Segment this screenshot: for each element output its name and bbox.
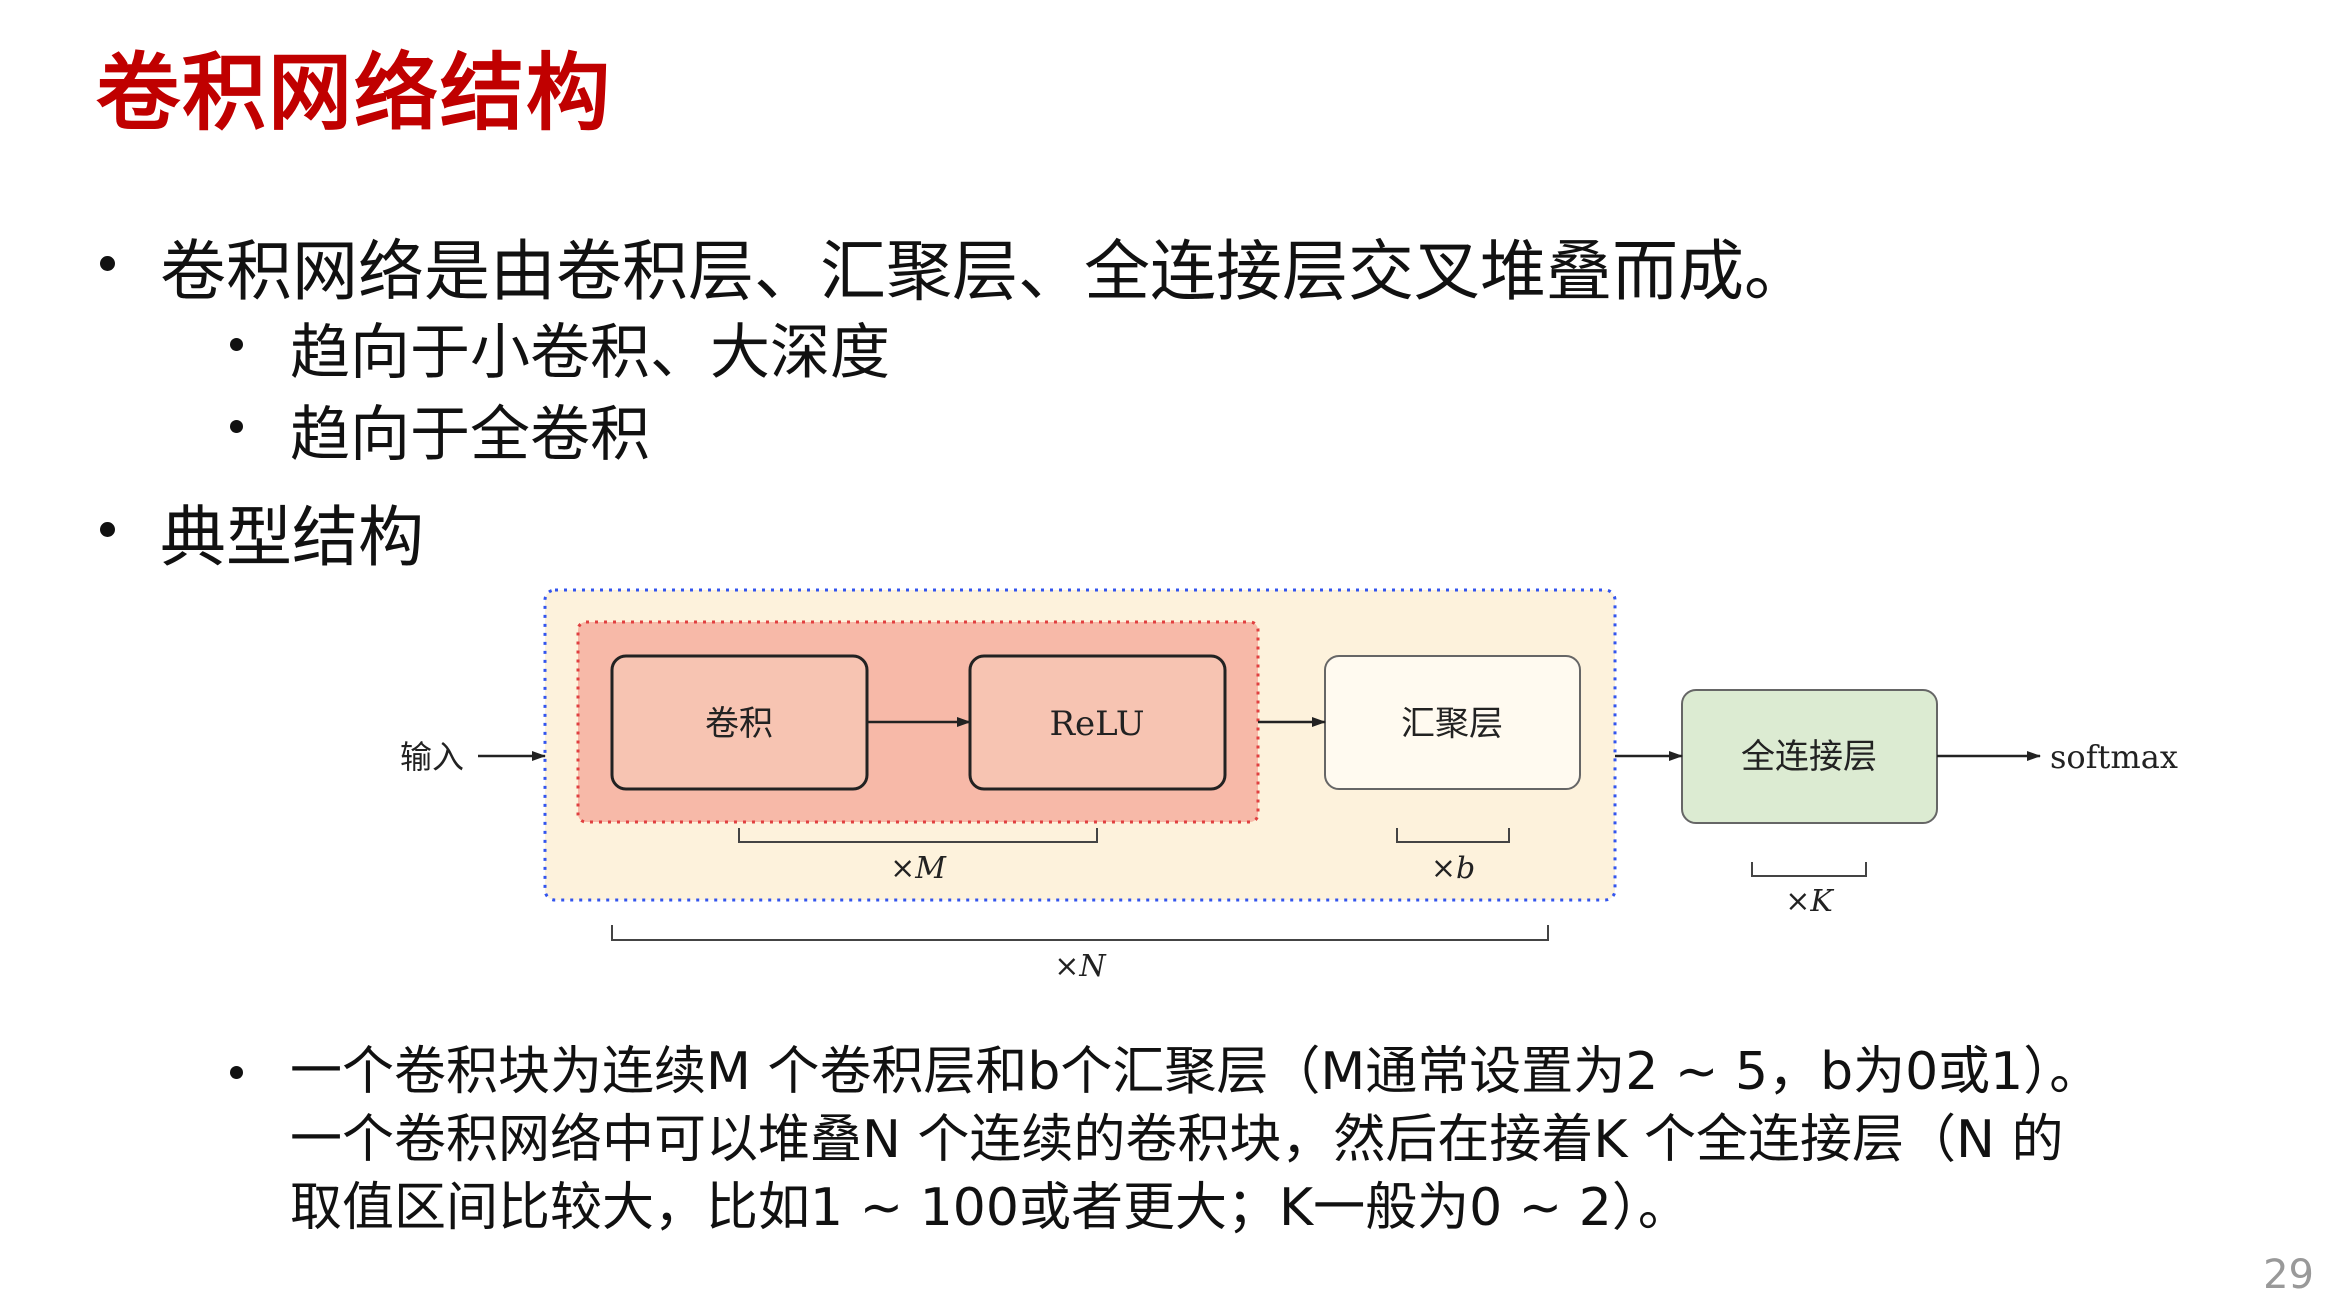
bullet-dot [100, 522, 115, 537]
page-title: 卷积网络结构 [96, 44, 613, 142]
page-number: 29 [2263, 1252, 2314, 1298]
bullet-dot [100, 256, 115, 271]
bullet-item: 卷积网络是由卷积层、汇聚层、全连接层交叉堆叠而成。 [160, 233, 1810, 310]
paragraph-line: 一个卷积块为连续M 个卷积层和b个汇聚层（M通常设置为2 ~ 5，b为0或1）。 [290, 1042, 2102, 1102]
sub-bullet-dot [230, 1066, 243, 1079]
explanation-paragraph: 一个卷积块为连续M 个卷积层和b个汇聚层（M通常设置为2 ~ 5，b为0或1）。… [290, 1038, 2300, 1242]
paragraph-line: 取值区间比较大，比如1 ~ 100或者更大；K一般为0 ~ 2）。 [290, 1178, 1690, 1238]
conv-label: 卷积 [705, 704, 773, 744]
bracket-b [1396, 828, 1510, 843]
sub-bullet-item: 趋向于小卷积、大深度 [290, 318, 890, 388]
paragraph-line: 一个卷积网络中可以堆叠N 个连续的卷积块，然后在接着K 个全连接层（N 的 [290, 1110, 2064, 1170]
input-label: 输入 [400, 738, 464, 776]
repeat-m-label: ×M [890, 851, 947, 886]
repeat-b-label: ×b [1431, 851, 1475, 886]
sub-bullet-item: 趋向于全卷积 [290, 400, 650, 470]
output-label: softmax [2050, 738, 2178, 776]
sub-bullet-dot [230, 338, 243, 351]
pool-label: 汇聚层 [1401, 704, 1503, 744]
fc-label: 全连接层 [1741, 737, 1877, 777]
repeat-k-label: ×K [1785, 884, 1834, 919]
bullet-item: 典型结构 [160, 499, 424, 576]
repeat-n-label: ×N [1054, 949, 1107, 984]
bracket-m [738, 828, 1098, 843]
relu-label: ReLU [1049, 704, 1144, 744]
bracket-n [611, 925, 1549, 941]
bracket-k [1751, 862, 1867, 877]
sub-bullet-dot [230, 420, 243, 433]
